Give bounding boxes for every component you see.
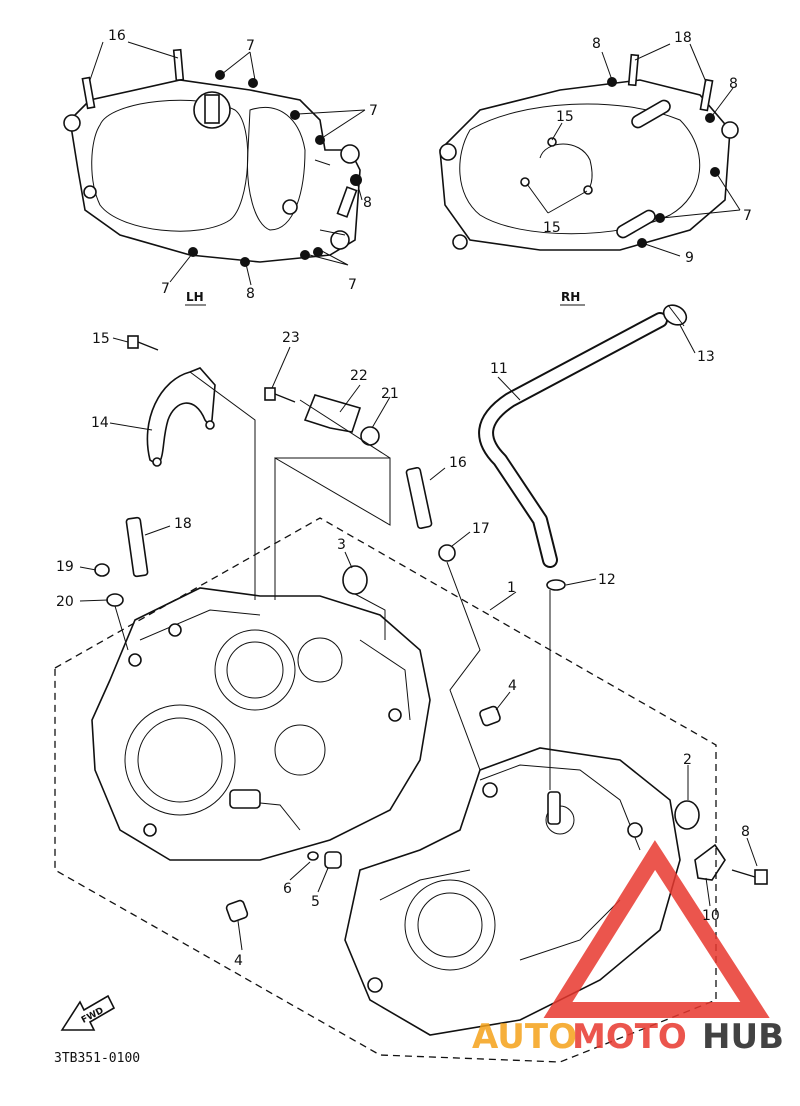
callout-7-lh-bottom-left: 7 (161, 281, 170, 297)
callout-3: 3 (337, 537, 346, 553)
watermark-text-moto: MOTO (572, 1017, 687, 1057)
callout-4-lower: 4 (234, 953, 243, 969)
diagram-code: 3TB351-0100 (54, 1051, 140, 1066)
callout-8-rh-top: 8 (592, 36, 601, 52)
callout-15-bolt: 15 (92, 331, 110, 347)
callout-2: 2 (683, 752, 692, 768)
callout-22: 22 (350, 368, 368, 384)
callout-8-lh-bottom: 8 (246, 286, 255, 302)
callout-15-rh-bottom: 15 (543, 220, 561, 236)
leader-lines (79, 41, 758, 951)
callout-23: 23 (282, 330, 300, 346)
callout-19: 19 (56, 559, 74, 575)
callout-6: 6 (283, 881, 292, 897)
callout-18-mid: 18 (174, 516, 192, 532)
left-crankcase-half (91, 587, 431, 861)
callout-16-top: 16 (108, 28, 126, 44)
breather-hose (478, 304, 688, 591)
callout-17: 17 (472, 521, 490, 537)
callout-15-rh-top: 15 (556, 109, 574, 125)
watermark-logo: AUTO MOTO HUB (472, 840, 784, 1057)
callout-16-mid: 16 (449, 455, 467, 471)
callout-9: 9 (685, 250, 694, 266)
callout-numbers: 16 7 7 8 7 7 8 8 18 8 15 15 7 9 15 23 22… (56, 28, 752, 969)
callout-14: 14 (91, 415, 109, 431)
callout-20: 20 (56, 594, 74, 610)
callout-8-lower: 8 (741, 824, 750, 840)
callout-5: 5 (311, 894, 320, 910)
lh-label: LH (186, 290, 204, 304)
callout-7-top: 7 (246, 38, 255, 54)
callout-21: 21 (381, 386, 399, 402)
callout-1: 1 (507, 580, 516, 596)
callout-7-right: 7 (369, 103, 378, 119)
callout-12: 12 (598, 572, 616, 588)
callout-8-lh-right: 8 (363, 195, 372, 211)
watermark-text-auto: AUTO (472, 1017, 577, 1057)
lh-crankcase-gasket (63, 48, 362, 267)
callout-7-rh: 7 (743, 208, 752, 224)
rh-label: RH (561, 290, 580, 304)
callout-11: 11 (490, 361, 508, 377)
small-parts (94, 335, 768, 923)
callout-10: 10 (702, 908, 720, 924)
watermark-text-hub: HUB (702, 1017, 784, 1057)
callout-7-lh-bottom-right: 7 (348, 277, 357, 293)
rh-crankcase-gasket (439, 53, 739, 251)
callout-8-rh-right: 8 (729, 76, 738, 92)
callout-4-upper: 4 (508, 678, 517, 694)
callout-18-top: 18 (674, 30, 692, 46)
forward-arrow: FWD (60, 994, 116, 1031)
callout-13: 13 (697, 349, 715, 365)
